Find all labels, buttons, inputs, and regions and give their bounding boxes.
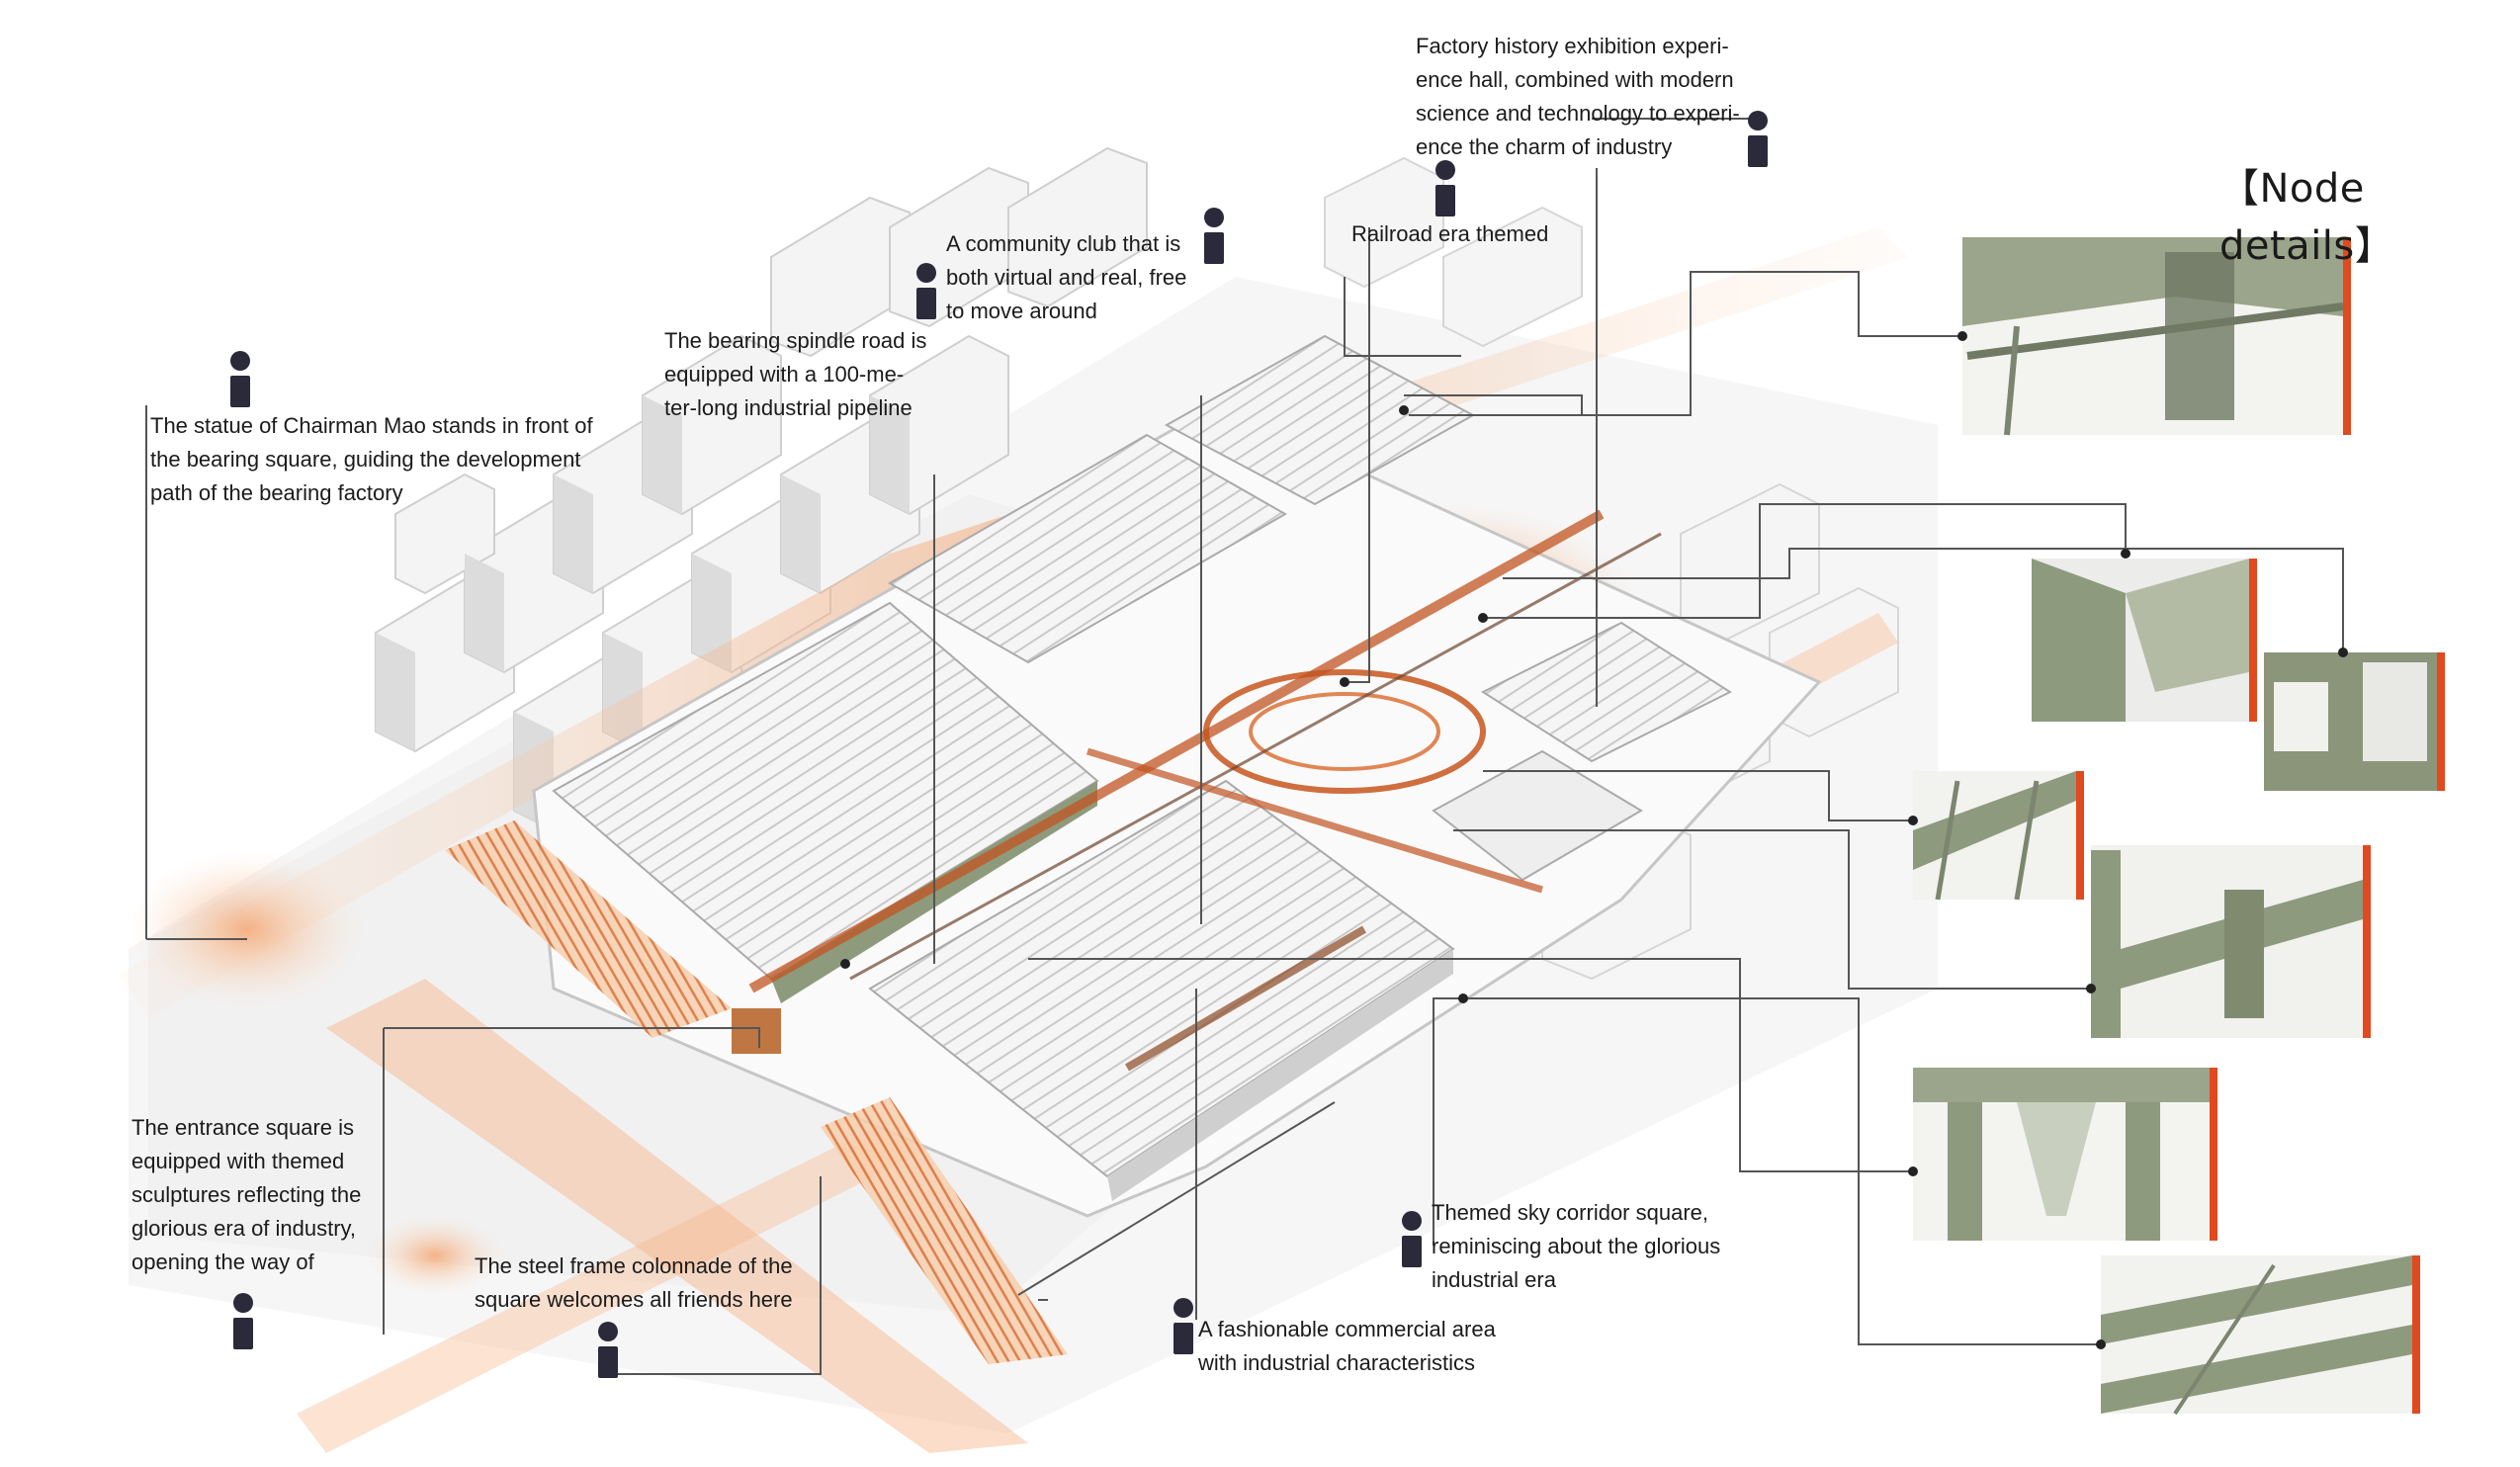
leader-lines [145,118,2344,1375]
person-icon-group [230,111,1768,1378]
annotation-spindle-road: The bearing spindle road is equipped wit… [664,328,927,420]
annotation-steel-colonnade: The steel frame colonnade of the square … [475,1253,793,1312]
person-icon [1748,111,1768,167]
node-detail-render-6 [1913,1068,2217,1241]
node-detail-renders [1913,237,2445,1416]
node-detail-render-2 [2032,559,2257,722]
factory-site [532,334,1822,1218]
node-detail-render-4 [1913,771,2084,901]
person-icon [1435,160,1455,216]
annotation-sky-corridor: Themed sky corridor square, reminiscing … [1432,1200,1721,1292]
node-detail-render-5 [2091,845,2371,1038]
annotation-mao-statue: The statue of Chairman Mao stands in fro… [150,413,593,505]
annotation-history-hall: Factory history exhibition experi- ence … [1416,34,1740,159]
node-detail-render-3 [2264,652,2445,791]
person-icon [1204,208,1224,264]
city-blocks-left [375,146,1148,832]
annotation-commercial-area: A fashionable commercial area with indus… [1198,1317,1496,1375]
person-icon [916,263,936,319]
person-icon [1402,1211,1422,1267]
node-detail-render-1 [1962,237,2351,436]
annotation-railroad-era: Railroad era themed [1351,221,1549,246]
person-icon [233,1293,253,1349]
annotation-community-club: A community club that is both virtual an… [946,231,1187,323]
annotation-entrance-square: The entrance square is equipped with the… [131,1115,362,1274]
person-icon [598,1322,618,1378]
node-detail-render-7 [2101,1255,2420,1416]
person-icon [1173,1298,1193,1354]
node-details-title: 【Node details】 [2219,166,2395,269]
leader-dots [840,331,2348,1349]
person-icon [230,351,250,407]
colonnade-sculptures [445,820,1068,1364]
